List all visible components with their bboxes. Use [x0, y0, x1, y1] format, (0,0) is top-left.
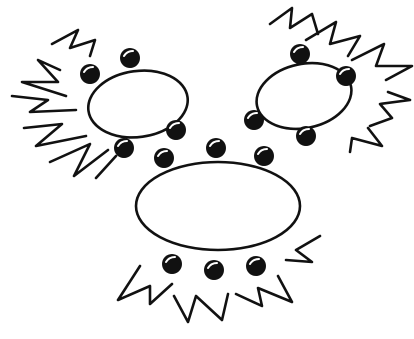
bead-upper-right-1 [290, 44, 310, 64]
bead-upper-left-5 [154, 148, 174, 168]
bead-bottom-1 [206, 138, 226, 158]
cluster-upper-right [250, 8, 412, 152]
bead-upper-left-2 [80, 64, 100, 84]
bead-bottom-4 [246, 256, 266, 276]
oval-bottom [136, 162, 300, 250]
bead-upper-right-2 [336, 66, 356, 86]
bead-upper-left-3 [166, 120, 186, 140]
bead-upper-left-6 [244, 110, 264, 130]
spiky-outline-upper-left [12, 30, 116, 178]
bead-upper-left-1 [120, 48, 140, 68]
bead-bottom-3 [204, 260, 224, 280]
bead-upper-right-4 [254, 146, 274, 166]
bead-bottom-2 [162, 254, 182, 274]
bead-upper-right-3 [296, 126, 316, 146]
cluster-bottom [118, 162, 320, 322]
bead-upper-left-4 [114, 138, 134, 158]
